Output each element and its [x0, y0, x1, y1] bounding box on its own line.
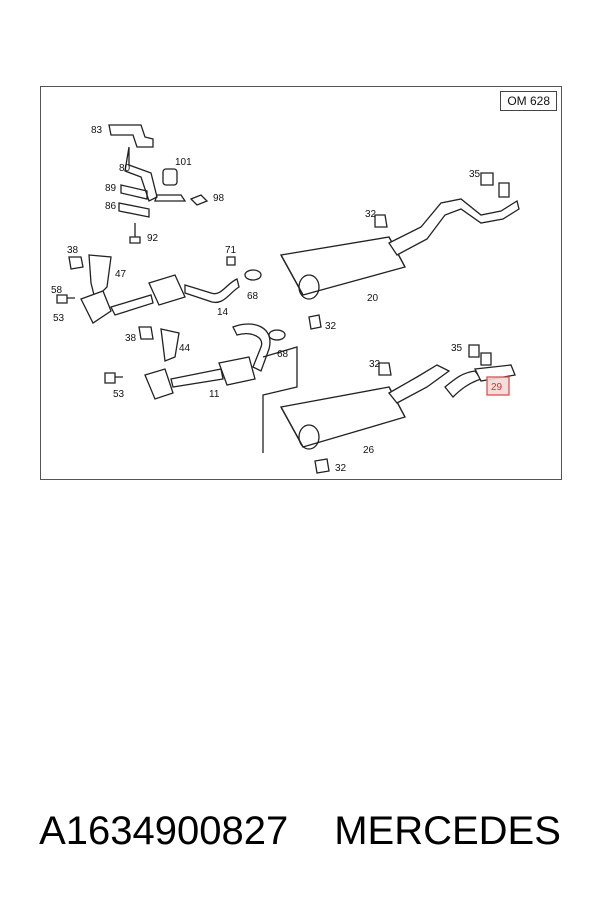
rubber-mount-101 — [154, 168, 187, 202]
callout-89: 89 — [105, 183, 117, 194]
callout-101: 101 — [175, 157, 192, 168]
bracket-83 — [108, 124, 158, 202]
nut-32-lower — [314, 458, 330, 474]
nut-38-a — [68, 256, 84, 270]
product-caption: A1634900827 MERCEDES — [0, 796, 600, 866]
callout-68-b: 68 — [277, 349, 289, 360]
callout-32-c: 32 — [369, 359, 381, 370]
callout-47: 47 — [115, 269, 127, 280]
callout-35-b: 35 — [451, 343, 463, 354]
callout-32-d: 32 — [335, 463, 347, 474]
front-pipe-11 — [144, 323, 271, 400]
callout-53-a: 53 — [53, 313, 65, 324]
callout-14: 14 — [217, 307, 229, 318]
callout-68-a: 68 — [247, 291, 259, 302]
bolt-53-b — [104, 372, 123, 384]
clip-98 — [189, 194, 209, 206]
callout-71: 71 — [225, 245, 237, 256]
plate-86 — [118, 202, 150, 218]
bolt-92 — [129, 223, 141, 244]
plate-89 — [120, 184, 148, 200]
callout-32-a: 32 — [365, 209, 377, 220]
nut-32-lower-top — [378, 362, 392, 376]
nuts-35-lower — [468, 344, 492, 366]
brand-name: MERCEDES — [334, 808, 561, 853]
engine-code-label: OM 628 — [500, 91, 557, 111]
nut-71 — [226, 256, 236, 266]
callout-98: 98 — [213, 193, 225, 204]
callout-29[interactable]: 29 — [491, 382, 503, 393]
muffler-20 — [279, 198, 520, 300]
callout-11: 11 — [209, 389, 220, 400]
nut-32-mid — [308, 314, 322, 330]
bolt-58 — [56, 294, 75, 304]
callout-38-a: 38 — [67, 245, 79, 256]
bracket-line — [262, 346, 298, 453]
pipe-29-highlighted — [474, 364, 516, 396]
callout-80: 80 — [119, 163, 131, 174]
diagram-canvas: 83 80 101 89 98 86 92 38 47 71 58 53 68 … — [51, 124, 520, 474]
callout-32-b: 32 — [325, 321, 337, 332]
muffler-26 — [279, 364, 483, 450]
clamp-68-a — [244, 269, 262, 281]
callout-38-b: 38 — [125, 333, 137, 344]
nut-38-b — [138, 326, 154, 340]
callout-86: 86 — [105, 201, 117, 212]
nut-32-top — [374, 214, 388, 228]
callout-26: 26 — [363, 445, 375, 456]
nuts-35-top — [480, 172, 510, 198]
callout-58: 58 — [51, 285, 63, 296]
part-number: A1634900827 — [39, 808, 289, 853]
callout-44: 44 — [179, 343, 191, 354]
callout-35-a: 35 — [469, 169, 481, 180]
exploded-parts-diagram: 83 80 101 89 98 86 92 38 47 71 58 53 68 … — [40, 86, 562, 480]
callout-20: 20 — [367, 293, 379, 304]
hanger-44 — [160, 328, 180, 362]
callout-53-b: 53 — [113, 389, 125, 400]
clamp-68-b — [268, 329, 286, 341]
front-pipe-14 — [80, 274, 240, 324]
callout-83: 83 — [91, 125, 103, 136]
callout-92: 92 — [147, 233, 159, 244]
